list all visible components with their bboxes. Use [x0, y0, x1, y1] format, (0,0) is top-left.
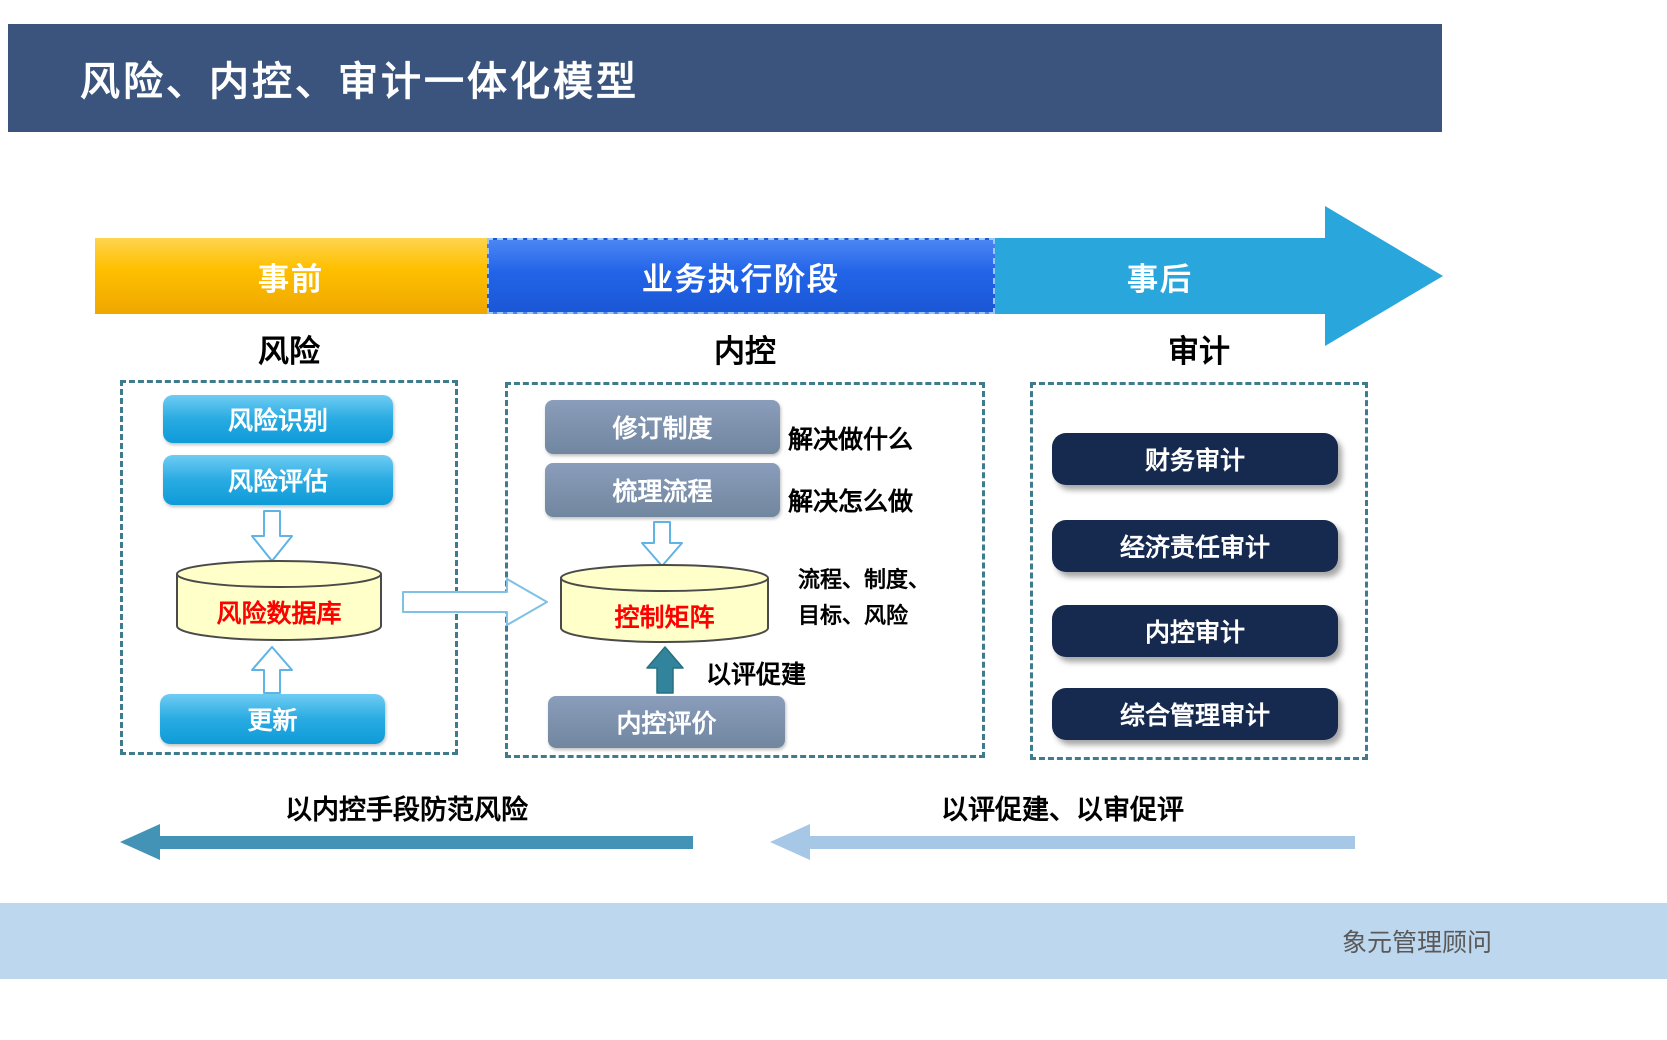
left-arrow-head-icon — [120, 824, 160, 860]
audit-box — [1030, 382, 1368, 760]
down-arrow-icon — [250, 510, 294, 567]
financial-audit-button: 财务审计 — [1052, 433, 1338, 485]
comprehensive-management-audit-button: 综合管理审计 — [1052, 688, 1338, 740]
phase-after: 事后 — [995, 238, 1325, 314]
up-arrow-icon — [250, 646, 294, 699]
risk-assessment-button: 风险评估 — [163, 455, 393, 505]
phase-before: 事前 — [95, 238, 487, 314]
risk-database-cylinder: 风险数据库 — [173, 558, 385, 644]
phase-after-label: 事后 — [1127, 261, 1193, 297]
footer-band: 象元管理顾问 — [0, 903, 1667, 979]
economic-responsibility-audit-button: 经济责任审计 — [1052, 520, 1338, 572]
phase-before-label: 事前 — [258, 261, 324, 297]
risk-identification-button: 风险识别 — [163, 395, 393, 443]
matrix-note: 流程、制度、 目标、风险 — [798, 562, 930, 634]
matrix-note-line2: 目标、风险 — [798, 603, 909, 628]
matrix-note-line1: 流程、制度、 — [798, 567, 931, 592]
teal-up-arrow-icon — [645, 646, 685, 699]
right-arrow-icon — [402, 577, 548, 632]
left-arrow-bar — [159, 836, 693, 849]
phase-execution-label: 业务执行阶段 — [642, 261, 840, 297]
control-matrix-label: 控制矩阵 — [614, 604, 715, 632]
phase-execution: 业务执行阶段 — [487, 238, 995, 314]
control-box — [505, 382, 985, 758]
right-arrow-label: 以评促建、以审促评 — [941, 795, 1184, 825]
audit-column-label: 审计 — [1168, 334, 1230, 369]
process-note: 解决怎么做 — [788, 488, 914, 516]
control-matrix-cylinder: 控制矩阵 — [557, 562, 772, 646]
risk-column-label: 风险 — [258, 334, 320, 369]
update-button: 更新 — [160, 694, 385, 744]
right-arrow-bar — [809, 836, 1355, 849]
revise-system-button: 修订制度 — [545, 400, 780, 454]
right-arrow-head-icon — [770, 824, 810, 860]
risk-box — [120, 380, 458, 755]
internal-control-audit-button: 内控审计 — [1052, 605, 1338, 657]
sort-process-button: 梳理流程 — [545, 463, 780, 517]
revise-note: 解决做什么 — [788, 426, 914, 454]
risk-database-label: 风险数据库 — [216, 600, 342, 628]
page-title: 风险、内控、审计一体化模型 — [80, 60, 639, 104]
control-column-label: 内控 — [714, 334, 776, 369]
left-arrow-label: 以内控手段防范风险 — [285, 795, 528, 825]
title-bar: 风险、内控、审计一体化模型 — [8, 24, 1442, 132]
control-evaluation-button: 内控评价 — [548, 696, 785, 748]
timeline-arrowhead-icon — [1325, 206, 1443, 346]
promote-note: 以评促建 — [706, 661, 807, 689]
down-arrow-icon — [640, 521, 684, 572]
footer-brand: 象元管理顾问 — [1341, 930, 1492, 957]
